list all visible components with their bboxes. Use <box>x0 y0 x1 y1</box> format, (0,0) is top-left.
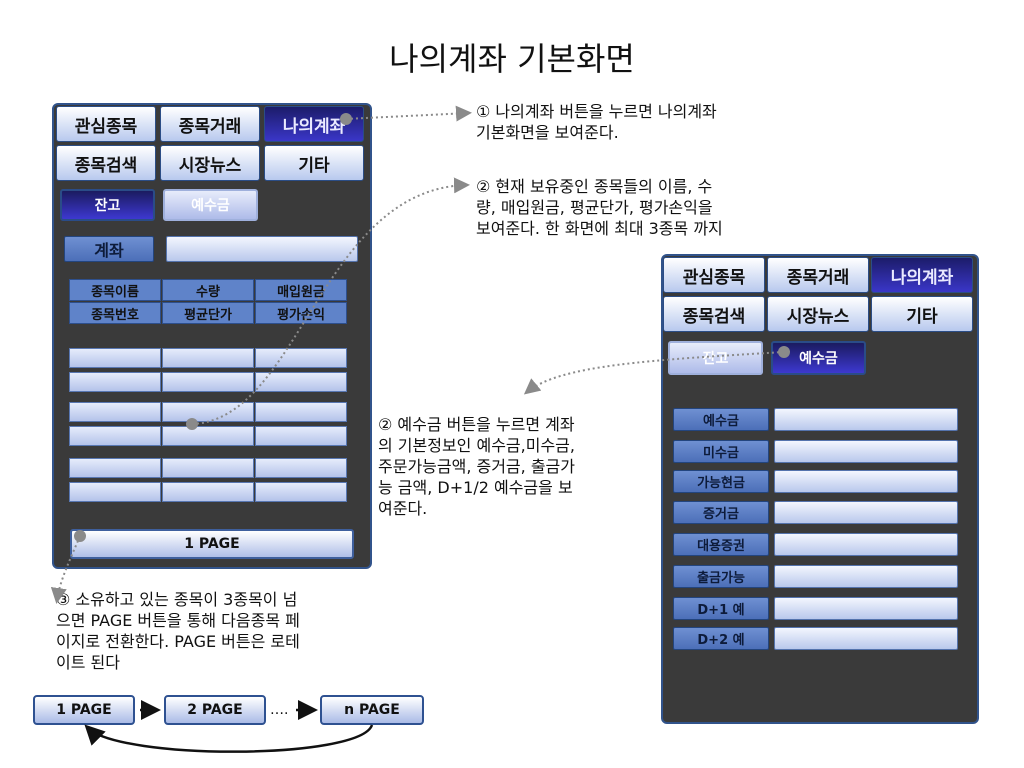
tab-market-news[interactable]: 시장뉴스 <box>767 296 869 332</box>
page-title: 나의계좌 기본화면 <box>389 40 635 78</box>
holding-cell <box>255 402 347 422</box>
row-label-unpaid: 미수금 <box>673 440 769 463</box>
holding-cell <box>69 458 161 478</box>
note-2: ② 현재 보유중인 종목들의 이름, 수 량, 매입원금, 평균단가, 평가손익… <box>476 177 723 238</box>
balance-button[interactable]: 잔고 <box>668 341 763 375</box>
holding-cell <box>69 482 161 502</box>
tab-market-news[interactable]: 시장뉴스 <box>160 145 260 181</box>
row-label-withdrawable: 출금가능 <box>673 565 769 588</box>
holding-cell <box>255 372 347 392</box>
connector-line <box>191 177 470 425</box>
holding-cell <box>255 348 347 368</box>
tab-etc[interactable]: 기타 <box>871 296 973 332</box>
account-label: 계좌 <box>64 236 154 262</box>
connector-dot <box>74 530 86 542</box>
header-stock-code: 종목번호 <box>69 302 161 324</box>
row-field <box>774 470 958 493</box>
holding-cell <box>69 402 161 422</box>
tab-trade[interactable]: 종목거래 <box>160 106 260 142</box>
page-button[interactable]: 1 PAGE <box>70 529 354 559</box>
page-1-button[interactable]: 1 PAGE <box>33 695 135 725</box>
row-label-available-cash: 가능현금 <box>673 470 769 493</box>
row-label-d1: D+1 예 <box>673 597 769 620</box>
holding-cell <box>162 458 254 478</box>
row-field <box>774 627 958 650</box>
connector-line <box>50 535 81 604</box>
holding-cell <box>69 372 161 392</box>
header-eval-pl: 평가손익 <box>255 302 347 324</box>
holding-cell <box>255 482 347 502</box>
connector-line <box>523 351 785 395</box>
connector-dot <box>340 113 352 125</box>
deposit-button[interactable]: 예수금 <box>163 189 258 221</box>
deposit-button[interactable]: 예수금 <box>771 341 866 375</box>
row-label-deposit: 예수금 <box>673 408 769 431</box>
holding-cell <box>69 426 161 446</box>
ellipsis: …. <box>270 702 289 718</box>
row-field <box>774 565 958 588</box>
holding-cell <box>69 348 161 368</box>
note-4: ③ 소유하고 있는 종목이 3종목이 넘 으면 PAGE 버튼을 통해 다음종목… <box>56 590 300 672</box>
page-n-button[interactable]: n PAGE <box>320 695 424 725</box>
header-stock-name: 종목이름 <box>69 279 161 301</box>
row-field <box>774 440 958 463</box>
header-purchase-amount: 매입원금 <box>255 279 347 301</box>
row-label-margin: 증거금 <box>673 501 769 524</box>
header-quantity: 수량 <box>162 279 254 301</box>
tab-trade[interactable]: 종목거래 <box>767 257 869 293</box>
row-field <box>774 408 958 431</box>
tab-my-account[interactable]: 나의계좌 <box>871 257 973 293</box>
holding-cell <box>162 426 254 446</box>
row-field <box>774 501 958 524</box>
row-field <box>774 533 958 556</box>
row-label-collateral: 대용증권 <box>673 533 769 556</box>
tab-search[interactable]: 종목검색 <box>56 145 156 181</box>
tab-watchlist[interactable]: 관심종목 <box>663 257 765 293</box>
tab-etc[interactable]: 기타 <box>264 145 364 181</box>
row-field <box>774 597 958 620</box>
holding-cell <box>162 372 254 392</box>
header-avg-price: 평균단가 <box>162 302 254 324</box>
note-1: ① 나의계좌 버튼을 누르면 나의계좌 기본화면을 보여준다. <box>476 102 717 142</box>
holding-cell <box>255 458 347 478</box>
tab-watchlist[interactable]: 관심종목 <box>56 106 156 142</box>
note-3: ② 예수금 버튼을 누르면 계좌 의 기본정보인 예수금,미수금, 주문가능금액… <box>378 415 575 518</box>
connector-line <box>345 105 472 122</box>
holding-cell <box>162 482 254 502</box>
rotate-loop-arrow <box>84 724 374 753</box>
tab-search[interactable]: 종목검색 <box>663 296 765 332</box>
connector-dot <box>186 418 198 430</box>
account-field[interactable] <box>166 236 358 262</box>
row-label-d2: D+2 예 <box>673 627 769 650</box>
balance-button[interactable]: 잔고 <box>60 189 155 221</box>
page-2-button[interactable]: 2 PAGE <box>164 695 266 725</box>
connector-dot <box>778 346 790 358</box>
holding-cell <box>255 426 347 446</box>
holding-cell <box>162 348 254 368</box>
